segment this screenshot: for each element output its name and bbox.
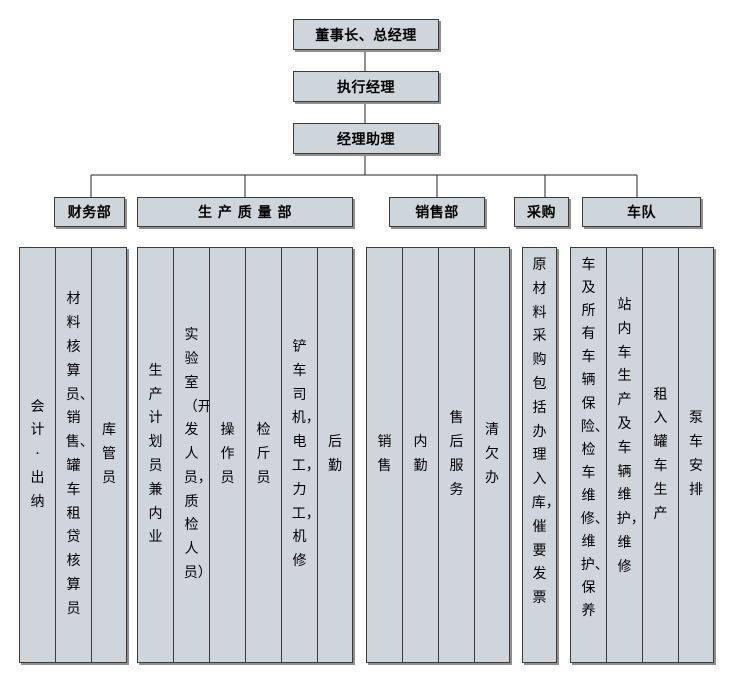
purchasing-dept-box: 采购 — [514, 197, 569, 227]
executive-manager-box: 执行经理 — [293, 71, 439, 102]
role-column: 操作员 — [209, 247, 246, 663]
role-column: 售后服务 — [438, 247, 475, 663]
role-column: 生产计划员兼内业 — [137, 247, 174, 663]
role-column: 清欠办 — [474, 247, 510, 663]
role-column: 原材料采购包括办理入库，催要发票 — [522, 247, 560, 663]
role-column: 泵车安排 — [678, 247, 714, 663]
sales-dept-box: 销售部 — [389, 197, 485, 227]
finance-dept-box: 财务部 — [54, 197, 125, 227]
role-column: 内勤 — [402, 247, 439, 663]
chairman-box: 董事长、总经理 — [293, 19, 439, 50]
role-column: 库管员 — [91, 247, 127, 663]
production-dept-box: 生 产 质 量 部 — [137, 197, 353, 227]
fleet-dept-box: 车队 — [582, 197, 701, 227]
role-column: 材料核算员、销售、罐车租贷核算员 — [55, 247, 94, 663]
role-column: 站内车生产及车辆维护，维修 — [606, 247, 645, 663]
role-column: 车及所有车辆保险、检车维修、维护、保养 — [570, 247, 609, 663]
role-column: 铲车司机，电工，力工，机修 — [281, 247, 320, 663]
role-column: 租入罐车生产 — [642, 247, 679, 663]
role-column: 检斤员 — [245, 247, 282, 663]
manager-assistant-box: 经理助理 — [293, 123, 439, 154]
role-column: 销售 — [366, 247, 403, 663]
role-column: 实验室（开发人员，质检人员） — [173, 247, 212, 663]
role-column: 会计·出纳 — [19, 247, 56, 663]
role-column: 后勤 — [317, 247, 353, 663]
